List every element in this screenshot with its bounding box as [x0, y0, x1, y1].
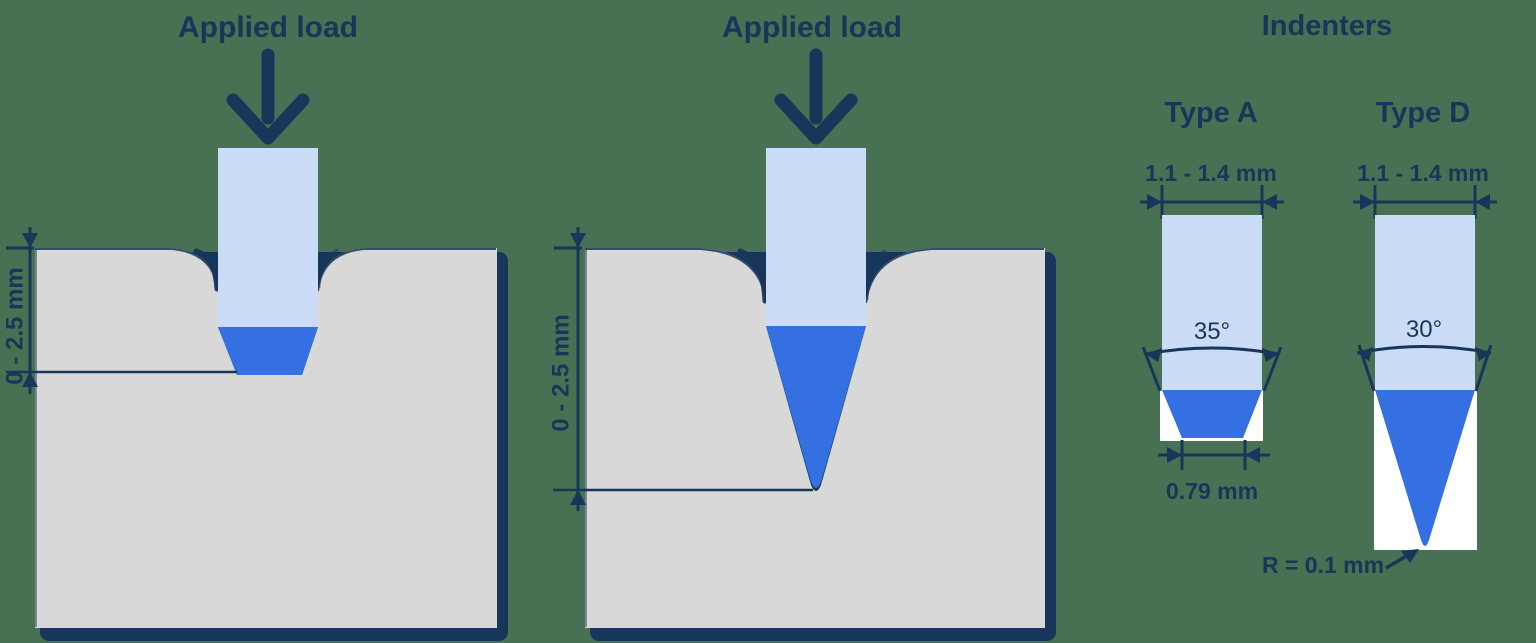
applied-load-title-d: Applied load	[722, 11, 902, 44]
type-d-width-dimension	[1353, 185, 1497, 219]
applied-load-arrow-d-icon	[774, 48, 858, 145]
arc-arrowhead-left	[1146, 348, 1162, 362]
arrow-head	[774, 93, 858, 145]
block-top-edge-right	[865, 248, 1044, 304]
indenter-shaft-a	[218, 148, 318, 327]
block-top-edge-right	[317, 248, 496, 292]
type-d-label: Type D	[1376, 97, 1471, 129]
type-d-tip	[1375, 390, 1475, 546]
dim-arrowhead-up	[22, 372, 38, 387]
indenters-title: Indenters	[1262, 10, 1393, 42]
type-a-angle-annotation: 35°	[1141, 318, 1283, 392]
type-a-tip-width-label: 0.79 mm	[1166, 478, 1258, 504]
dim-arrowhead-up	[570, 490, 586, 505]
depth-label-d: 0 - 2.5 mm	[547, 314, 574, 431]
diagram-type-a-indentation: Applied load 0 - 2.5 mm	[1, 11, 508, 641]
type-a-label: Type A	[1164, 97, 1258, 129]
type-d-shaft	[1375, 215, 1475, 390]
material-block-d	[585, 248, 1045, 628]
notch-shadow-left	[193, 248, 220, 292]
indenter-shaft-d	[766, 148, 866, 326]
indenters-panel: Indenters Type A 1.1 - 1.4 mm	[1140, 10, 1497, 578]
indenter-type-a: Type A 1.1 - 1.4 mm 35°	[1140, 97, 1284, 504]
dim-arrowhead-down	[22, 233, 38, 248]
dim-arrowhead-right	[1167, 447, 1182, 463]
type-a-width-label: 1.1 - 1.4 mm	[1145, 160, 1277, 186]
dim-arrowhead-left	[1475, 194, 1490, 210]
arc-arrowhead-left	[1357, 347, 1373, 361]
notch-shadow-left	[737, 248, 768, 304]
applied-load-arrow-a-icon	[226, 48, 310, 145]
depth-dimension-a: 0 - 2.5 mm	[1, 227, 38, 394]
angle-extension-right	[1262, 346, 1283, 392]
indenter-tip-a	[218, 327, 318, 375]
type-d-radius-annotation: R = 0.1 mm	[1262, 549, 1419, 578]
dim-arrowhead-right	[1147, 194, 1162, 210]
type-a-angle-label: 35°	[1194, 318, 1230, 345]
dim-arrowhead-left	[1262, 194, 1277, 210]
depth-label-a: 0 - 2.5 mm	[1, 267, 28, 384]
dim-arrowhead-left	[1245, 447, 1260, 463]
type-d-tip-radius-label: R = 0.1 mm	[1262, 552, 1384, 578]
type-a-tip-dimension: 0.79 mm	[1158, 440, 1270, 504]
arc-arrowhead-right	[1475, 347, 1491, 361]
dim-arrowhead-right	[1360, 194, 1375, 210]
radius-arrowhead	[1401, 549, 1419, 563]
notch-shadow-right	[317, 248, 339, 289]
type-a-width-dimension	[1140, 185, 1284, 219]
type-a-shaft	[1162, 215, 1262, 390]
depth-dimension-d: 0 - 2.5 mm	[547, 227, 586, 511]
dim-arrowhead-down	[570, 233, 586, 248]
type-d-width-label: 1.1 - 1.4 mm	[1357, 160, 1489, 186]
notch-shadow-right	[865, 249, 887, 301]
indenter-tip-d	[766, 326, 866, 488]
arc-arrowhead-right	[1262, 348, 1278, 362]
type-d-angle-label: 30°	[1406, 316, 1442, 343]
applied-load-title-a: Applied load	[178, 11, 358, 44]
type-d-angle-annotation: 30°	[1356, 316, 1493, 392]
material-block-a	[35, 248, 497, 628]
arrow-head	[226, 93, 310, 145]
type-a-tip	[1162, 390, 1262, 438]
angle-extension-left	[1141, 346, 1162, 392]
indenter-type-d: Type D 1.1 - 1.4 mm 30°	[1262, 97, 1497, 578]
diagram-type-d-indentation: Applied load 0 - 2.5 mm	[547, 11, 1056, 641]
